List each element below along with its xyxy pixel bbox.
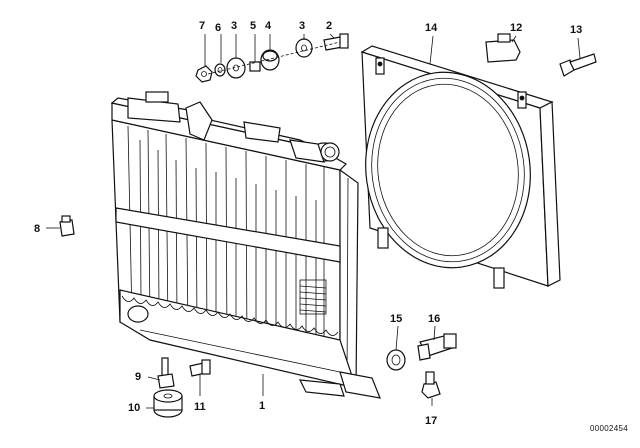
clip-part-12 [485, 33, 521, 63]
stud-part-9 [157, 357, 175, 389]
callout-7: 7 [199, 20, 206, 32]
diagram-code: 00002454 [590, 424, 628, 433]
radiator [110, 91, 381, 399]
callout-14: 14 [425, 22, 438, 34]
callout-16: 16 [428, 313, 441, 325]
callout-10: 10 [128, 402, 141, 414]
temperature-switch-part-16 [417, 333, 457, 361]
callout-4: 4 [265, 20, 272, 32]
callout-11: 11 [194, 401, 206, 413]
plug-part-8 [59, 215, 75, 237]
callout-1: 1 [259, 400, 266, 412]
callout-17: 17 [425, 415, 438, 427]
callout-3b: 3 [299, 20, 306, 32]
mounting-hardware-top [195, 33, 349, 83]
callout-6: 6 [215, 22, 222, 34]
callout-8: 8 [34, 223, 41, 235]
callout-9: 9 [135, 371, 142, 383]
leader-lines [46, 33, 581, 409]
callout-13: 13 [570, 24, 583, 36]
callout-3a: 3 [231, 20, 238, 32]
callout-12: 12 [510, 22, 523, 34]
callout-15: 15 [390, 313, 403, 325]
rubber-mount-part-10 [153, 389, 183, 418]
seal-ring-part-15 [386, 349, 406, 371]
callout-2: 2 [326, 20, 333, 32]
drain-plug-part-17 [421, 371, 441, 399]
screw-part-11 [189, 359, 211, 377]
callout-5: 5 [250, 20, 257, 32]
fan-shroud [360, 45, 561, 289]
screw-part-13 [559, 53, 597, 77]
